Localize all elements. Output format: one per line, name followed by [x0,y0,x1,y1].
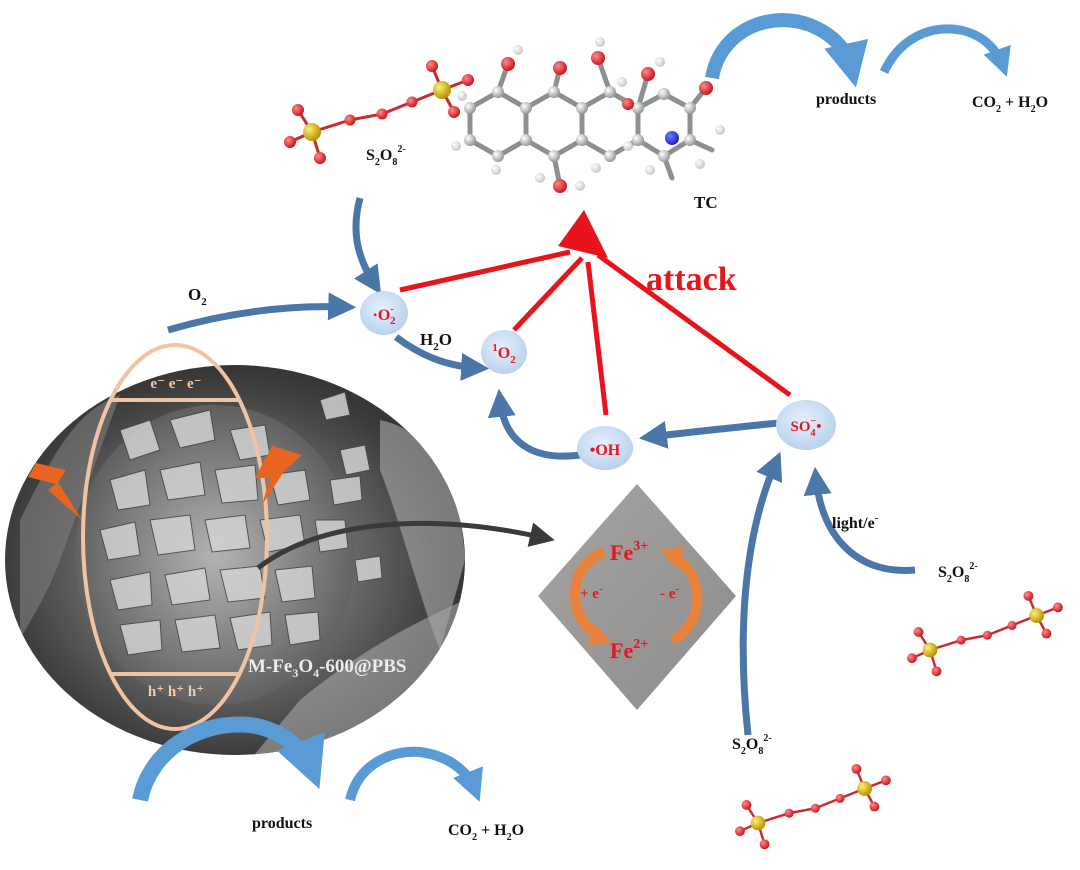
svg-text:SO4−•: SO4−• [791,416,822,439]
persulfate-molecule-icon [905,589,1065,678]
fe2-label: Fe2+ [610,637,648,663]
svg-text:·O-2: ·O-2 [373,303,396,327]
sulfate-radical-bubble: SO4−• [776,400,836,450]
products-arrows-top [705,13,1011,88]
persulfate-label-top: S2O82- [366,144,406,168]
svg-text:1O2: 1O2 [492,342,516,366]
reaction-pathway-arrows [167,197,916,736]
light-electron-label: light/e- [832,512,879,532]
iron-redox-cycle [538,484,736,710]
singlet-oxygen-bubble: 1O2 [481,330,527,374]
reduction-arc-icon [570,547,607,641]
persulfate-label-bottom: S2O82- [732,733,772,757]
oxygen-label: O2 [188,285,207,308]
co2-h2o-label-bottom: CO2 + H2O [448,822,524,843]
hydroxyl-radical-bubble: •OH [577,426,633,470]
persulfate-label-right: S2O82- [938,561,978,585]
attack-paths [399,210,792,416]
attack-arrowhead-icon [558,210,608,258]
water-label: H2O [420,330,452,353]
co2-h2o-label-top: CO2 + H2O [972,94,1048,115]
hole-label: h⁺ h⁺ h⁺ [148,684,204,700]
light-lightning-icon [255,446,302,505]
persulfate-molecule-icon [733,762,893,851]
superoxide-bubble: ·O-2 [360,291,408,335]
fe3-label: Fe3+ [610,539,648,565]
catalyst-label: M-Fe3O4-600@PBS [248,656,406,680]
products-label-top: products [816,91,876,108]
products-label-bottom: products [252,815,312,832]
products-arrows-bottom [132,716,483,802]
attack-label: attack [646,261,737,298]
svg-text:•OH: •OH [590,442,621,459]
oxidation-arc-icon [667,551,703,645]
tetracycline-molecule-icon [451,37,725,193]
light-lightning-icon [28,463,82,520]
gain-electron-label: + e- [580,583,603,602]
tc-label: TC [694,193,718,212]
electron-label: e⁻ e⁻ e⁻ [150,376,201,392]
sem-micrograph [5,343,465,755]
catalyst-to-iron-cycle-arrow [256,520,555,570]
lose-electron-label: - e- [660,583,679,602]
